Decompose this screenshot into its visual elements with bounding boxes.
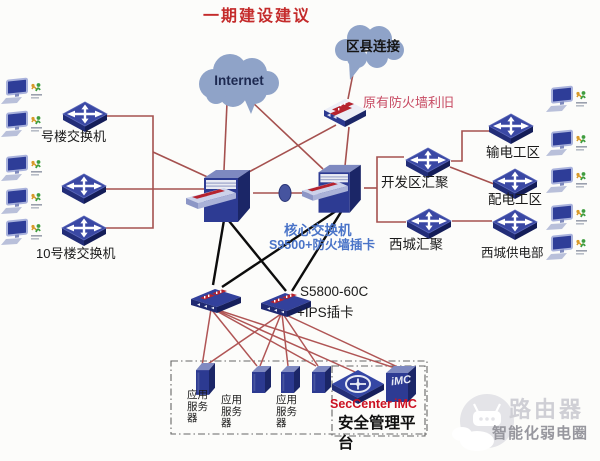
security-platform-box [331,365,426,437]
black-links [211,210,343,292]
dev-zone-agg-label: 开发区汇聚 [381,175,449,190]
app-server-label-3: 应用服务器 [276,394,297,429]
core-switch-left-icon [186,170,250,222]
core-switch-right-icon [301,164,361,213]
core-link-ellipse [278,184,292,202]
right-pc-4-icon [545,203,588,231]
imc-label: iMC [394,397,417,411]
left-pc-4-icon [0,187,43,215]
core-model-label: S9500+防火墙插卡 [269,238,375,252]
building-switch-label: 号楼交换机 [41,129,107,144]
watermark-router-icon [452,394,514,451]
watermark-brand: 路由器 [509,397,585,422]
building-switch-2-icon [60,172,108,206]
left-pc-5-icon [0,218,43,246]
building-switch-1-icon [61,100,109,134]
app-server-label-2: 应用服务器 [221,394,242,429]
distribution-label: 配电工区 [488,192,542,207]
xicheng-power-switch-icon [491,208,539,242]
old-firewall-label: 原有防火墙利旧 [363,95,455,110]
transmission-switch-icon [487,112,535,146]
server-zone-box [170,360,428,435]
right-pc-5-icon [545,233,588,261]
xicheng-agg-switch-icon [405,207,453,241]
s5800-label: S5800-60C [300,284,369,299]
watermark-subtitle: 智能化弱电圈 [492,425,589,442]
page-title: 一期建设建议 [203,8,312,25]
left-pc-1-icon [0,77,43,105]
core-switch-label: 核心交换机 [284,223,352,238]
ips-card-label: +IPS插卡 [297,305,354,320]
dev-zone-agg-switch-icon [404,146,452,180]
right-pc-2-icon [545,129,588,157]
right-pc-1-icon [545,85,588,113]
app-server-2-icon [252,366,271,393]
county-cloud [335,25,404,80]
left-pc-2-icon [0,110,43,138]
building-switch-3-icon [60,214,108,248]
seccenter-label: SecCenter [330,397,392,411]
security-zone-boxes [170,360,428,437]
app-server-4-icon [312,366,331,393]
security-platform-label: 安全管理平台 [338,415,416,452]
access-switch-left-icon [191,289,241,313]
left-pc-3-icon [0,154,43,182]
internet-cloud [199,54,279,114]
server-fan-links [201,308,403,373]
app-server-3-icon [281,366,300,393]
right-pc-3-icon [545,166,588,194]
xicheng-agg-label: 西城汇聚 [389,237,443,252]
transmission-label: 输电工区 [486,145,540,160]
app-server-label-1: 应用服务器 [187,389,208,424]
building10-switch-label: 10号楼交换机 [36,246,116,261]
county-cloud-label: 区县连接 [346,39,400,54]
imc-server-icon [386,366,416,402]
old-firewall-icon [324,99,366,127]
xicheng-power-label: 西城供电部 [481,246,544,260]
internet-cloud-label: Internet [214,73,264,88]
